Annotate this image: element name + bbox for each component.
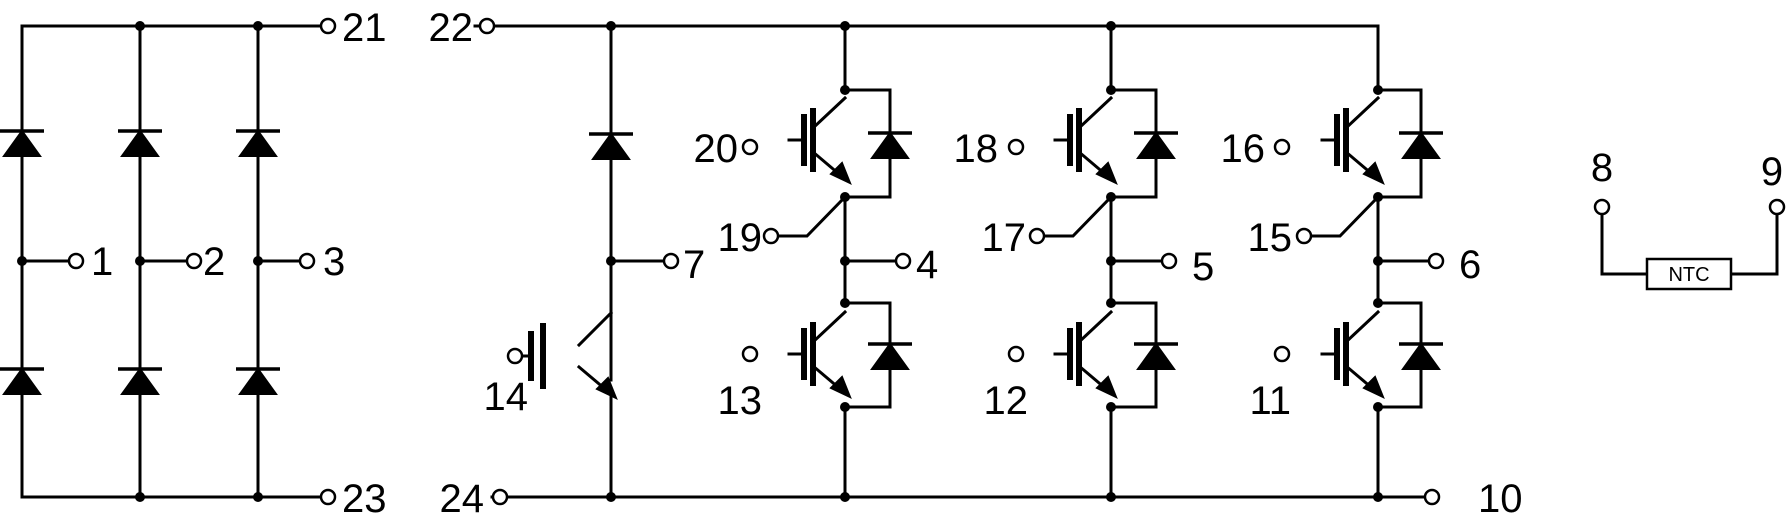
terminal-15-pin[interactable] <box>1295 227 1313 245</box>
terminal-20-label: 20 <box>694 127 739 171</box>
terminal-13-pin[interactable] <box>741 345 759 363</box>
terminal-22-label: 22 <box>429 6 474 50</box>
terminal-4-pin[interactable] <box>894 252 912 270</box>
terminal-17-label: 17 <box>982 216 1027 260</box>
igbt-icon <box>1322 312 1383 397</box>
terminal-5-label: 5 <box>1192 245 1214 289</box>
diode-icon <box>1132 342 1180 371</box>
terminal-2-label: 2 <box>203 240 225 284</box>
terminal-20-pin[interactable] <box>741 138 759 156</box>
terminal-22-pin[interactable] <box>478 17 496 35</box>
terminal-23-pin[interactable] <box>319 488 337 506</box>
terminal-18-pin[interactable] <box>1007 138 1025 156</box>
terminal-14-pin[interactable] <box>506 347 524 365</box>
terminal-5-pin[interactable] <box>1160 252 1178 270</box>
terminal-24-label: 24 <box>440 477 485 521</box>
diode-icon <box>116 367 164 396</box>
brake-chopper <box>473 21 1426 502</box>
igbt-icon <box>1055 98 1116 183</box>
igbt-icon <box>1055 312 1116 397</box>
diode-icon <box>1397 342 1445 371</box>
igbt-icon <box>1322 98 1383 183</box>
diode-icon <box>234 129 282 158</box>
terminal-15-label: 15 <box>1248 216 1293 260</box>
terminal-10-pin[interactable] <box>1423 488 1441 506</box>
diode-icon <box>116 129 164 158</box>
terminal-labels: 21 22 23 24 1 2 3 7 4 5 6 10 14 20 18 16… <box>91 6 1783 521</box>
inverter-leg-v <box>1041 21 1180 502</box>
terminal-16-label: 16 <box>1221 127 1266 171</box>
diode-icon <box>587 132 635 161</box>
inverter-leg-w <box>1308 24 1445 502</box>
terminal-1-pin[interactable] <box>67 252 85 270</box>
terminal-19-label: 19 <box>718 216 763 260</box>
terminal-12-pin[interactable] <box>1007 345 1025 363</box>
terminal-7-label: 7 <box>683 243 705 287</box>
terminal-21-pin[interactable] <box>319 17 337 35</box>
terminal-2-pin[interactable] <box>185 252 203 270</box>
terminal-6-label: 6 <box>1459 243 1481 287</box>
diode-icon <box>0 367 46 396</box>
terminal-7-pin[interactable] <box>662 252 680 270</box>
terminal-4-label: 4 <box>916 243 938 287</box>
terminal-3-label: 3 <box>323 240 345 284</box>
terminal-10-label: 10 <box>1478 477 1523 521</box>
terminal-24-pin[interactable] <box>491 488 509 506</box>
terminal-14-label: 14 <box>484 375 529 419</box>
terminal-11-label: 11 <box>1249 379 1291 423</box>
terminal-21-label: 21 <box>342 6 387 50</box>
igbt-icon <box>789 312 850 397</box>
terminal-16-pin[interactable] <box>1273 138 1291 156</box>
terminals <box>67 17 1786 506</box>
terminal-1-label: 1 <box>91 240 113 284</box>
terminal-6-pin[interactable] <box>1427 252 1445 270</box>
terminal-8-label: 8 <box>1591 146 1613 190</box>
terminal-23-label: 23 <box>342 477 387 521</box>
terminal-18-label: 18 <box>954 127 999 171</box>
diode-icon <box>866 131 914 160</box>
terminal-13-label: 13 <box>718 379 763 423</box>
terminal-19-pin[interactable] <box>762 227 780 245</box>
ntc-thermistor: NTC <box>1600 212 1779 291</box>
terminal-11-pin[interactable] <box>1273 345 1291 363</box>
diode-icon <box>0 129 46 158</box>
ntc-label: NTC <box>1668 264 1709 286</box>
diode-icon <box>1397 131 1445 160</box>
diode-icon <box>234 367 282 396</box>
terminal-9-label: 9 <box>1761 150 1783 194</box>
terminal-12-label: 12 <box>984 379 1029 423</box>
inverter-leg-u <box>775 21 914 502</box>
diode-icon <box>1132 131 1180 160</box>
terminal-17-pin[interactable] <box>1028 227 1046 245</box>
diode-icon <box>866 342 914 371</box>
terminal-8-pin[interactable] <box>1593 198 1611 216</box>
terminal-3-pin[interactable] <box>298 252 316 270</box>
rectifier-bridge <box>0 21 322 502</box>
terminal-9-pin[interactable] <box>1768 198 1786 216</box>
igbt-icon <box>789 98 850 183</box>
